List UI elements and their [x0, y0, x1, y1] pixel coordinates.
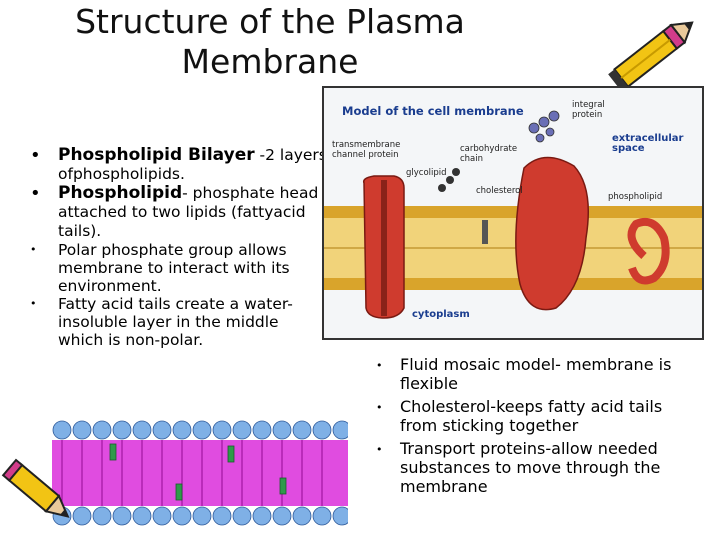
list-item: • Cholesterol-keeps fatty acid tails fro…: [372, 397, 672, 435]
left-bullet-list: • Phospholipid Bilayer -2 layers ofphosp…: [28, 146, 328, 350]
label-extracellular-space: extracellular space: [612, 133, 684, 154]
bullet-text: Transport proteins-allow needed substanc…: [400, 439, 661, 496]
bullet-icon: •: [30, 297, 37, 310]
label-phospholipid: phospholipid: [608, 192, 663, 202]
bullet-text: Polar phosphate group allows membrane to…: [58, 241, 290, 295]
bullet-icon: •: [376, 443, 383, 456]
bullet-lead: Phospholipid Bilayer: [58, 145, 255, 165]
list-item: • Phospholipid Bilayer -2 layers ofphosp…: [28, 146, 328, 184]
bullet-icon: •: [376, 359, 383, 372]
list-item: • Phospholipid- phosphate head attached …: [28, 184, 328, 241]
label-carbohydrate-chain: carbohydrate chain: [460, 144, 518, 164]
list-item: • Polar phosphate group allows membrane …: [28, 241, 328, 295]
bullet-icon: •: [30, 145, 41, 166]
bullet-icon: •: [30, 183, 41, 204]
bullet-lead: Phospholipid: [58, 183, 183, 203]
pencil-icon: [0, 448, 82, 540]
membrane-bilayer-icon: [52, 418, 348, 528]
bullet-icon: •: [30, 243, 37, 256]
bullet-text: -2 layers ofphospholipids.: [58, 146, 327, 183]
label-cholesterol: cholesterol: [476, 186, 523, 196]
membrane-illustration: [324, 110, 702, 319]
cell-membrane-diagram: Model of the cell membrane integral prot…: [322, 86, 704, 340]
label-glycolipid: glycolipid: [406, 168, 447, 178]
label-transmembrane-channel-protein: transmembrane channel protein: [332, 140, 401, 160]
list-item: • Fluid mosaic model- membrane is flexib…: [372, 355, 672, 393]
bullet-icon: •: [376, 401, 383, 414]
diagram-title: Model of the cell membrane: [342, 104, 524, 118]
list-item: • Fatty acid tails create a water-insolu…: [28, 295, 328, 349]
right-bullet-list: • Fluid mosaic model- membrane is flexib…: [372, 355, 672, 500]
bullet-text: Fluid mosaic model- membrane is flexible: [400, 355, 672, 393]
label-cytoplasm: cytoplasm: [412, 309, 470, 320]
label-integral-protein: integral protein: [572, 100, 605, 120]
list-item: • Transport proteins-allow needed substa…: [372, 439, 672, 496]
bullet-text: Fatty acid tails create a water-insolubl…: [58, 295, 293, 349]
slide-title: Structure of the Plasma Membrane: [75, 2, 465, 81]
bullet-text: - phosphate head attached to two lipids …: [58, 184, 319, 240]
bullet-text: Cholesterol-keeps fatty acid tails from …: [400, 397, 663, 435]
